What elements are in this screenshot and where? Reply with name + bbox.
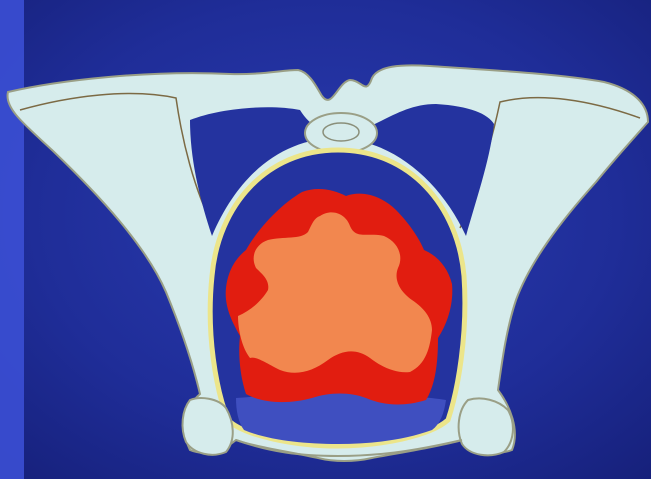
right-ischium: [459, 398, 513, 455]
sacral-ring: [305, 113, 377, 153]
left-ischium: [183, 398, 233, 455]
left-bg-highlight: [0, 0, 24, 479]
